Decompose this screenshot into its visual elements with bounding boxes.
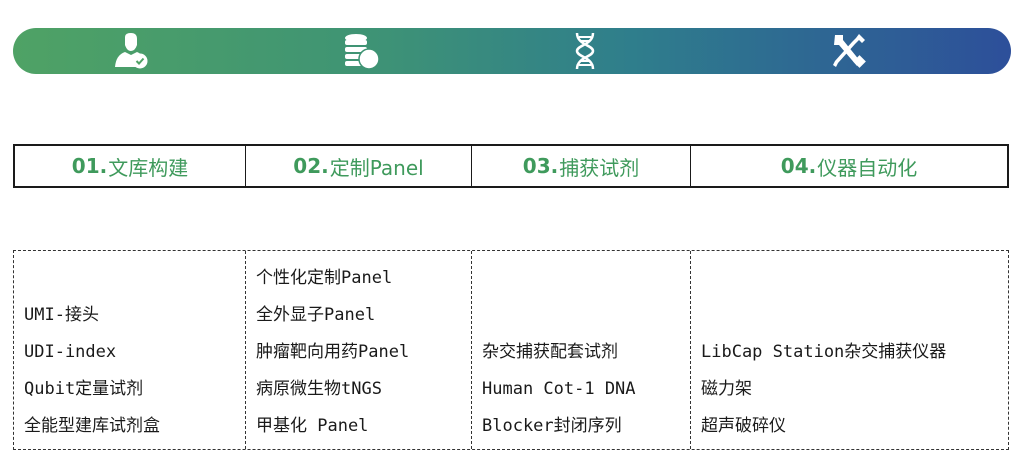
list-item: 肿瘤靶向用药Panel	[256, 342, 410, 362]
list-item: Qubit定量试剂	[24, 379, 144, 399]
list-item: 个性化定制Panel	[256, 268, 393, 288]
list-item: 全能型建库试剂盒	[24, 416, 160, 436]
tab-library-construction[interactable]: 01.文库构建	[15, 146, 246, 186]
list-item: Human Cot-1 DNA	[482, 379, 636, 399]
tab-label: 文库构建	[108, 155, 189, 180]
coins-icon	[340, 31, 380, 71]
list-item: 甲基化 Panel	[256, 416, 369, 436]
header-banner	[13, 28, 1011, 74]
tab-custom-panel[interactable]: 02.定制Panel	[246, 146, 472, 186]
tab-label: 仪器自动化	[817, 155, 918, 180]
column-custom-panel: 个性化定制Panel 全外显子Panel 肿瘤靶向用药Panel 病原微生物tN…	[246, 251, 472, 449]
user-check-icon	[111, 31, 151, 71]
column-capture-reagents: 杂交捕获配套试剂 Human Cot-1 DNA Blocker封闭序列	[472, 251, 691, 449]
list-item: 超声破碎仪	[701, 416, 786, 436]
tab-number: 01.	[71, 154, 108, 178]
tab-number: 02.	[293, 154, 329, 178]
tab-label: 捕获试剂	[559, 155, 640, 180]
dna-icon	[565, 31, 605, 71]
list-item: Blocker封闭序列	[482, 416, 622, 436]
column-library-construction: UMI-接头 UDI-index Qubit定量试剂 全能型建库试剂盒	[14, 251, 246, 449]
tab-instrument-automation[interactable]: 04.仪器自动化	[691, 146, 1007, 186]
list-item: LibCap Station杂交捕获仪器	[701, 342, 947, 362]
tab-label: 定制Panel	[329, 155, 424, 180]
product-grid: UMI-接头 UDI-index Qubit定量试剂 全能型建库试剂盒 个性化定…	[13, 250, 1009, 450]
tab-number: 04.	[780, 154, 817, 178]
list-item: 病原微生物tNGS	[256, 379, 382, 399]
list-item: 全外显子Panel	[256, 305, 376, 325]
tools-icon	[829, 31, 869, 71]
category-tabs: 01.文库构建 02.定制Panel 03.捕获试剂 04.仪器自动化	[13, 144, 1009, 188]
tab-number: 03.	[522, 154, 559, 178]
list-item: 杂交捕获配套试剂	[482, 342, 618, 362]
list-item: 磁力架	[701, 379, 752, 399]
tab-capture-reagents[interactable]: 03.捕获试剂	[472, 146, 691, 186]
list-item: UMI-接头	[24, 305, 99, 325]
column-instrument-automation: LibCap Station杂交捕获仪器 磁力架 超声破碎仪	[691, 251, 1008, 449]
list-item: UDI-index	[24, 342, 117, 362]
